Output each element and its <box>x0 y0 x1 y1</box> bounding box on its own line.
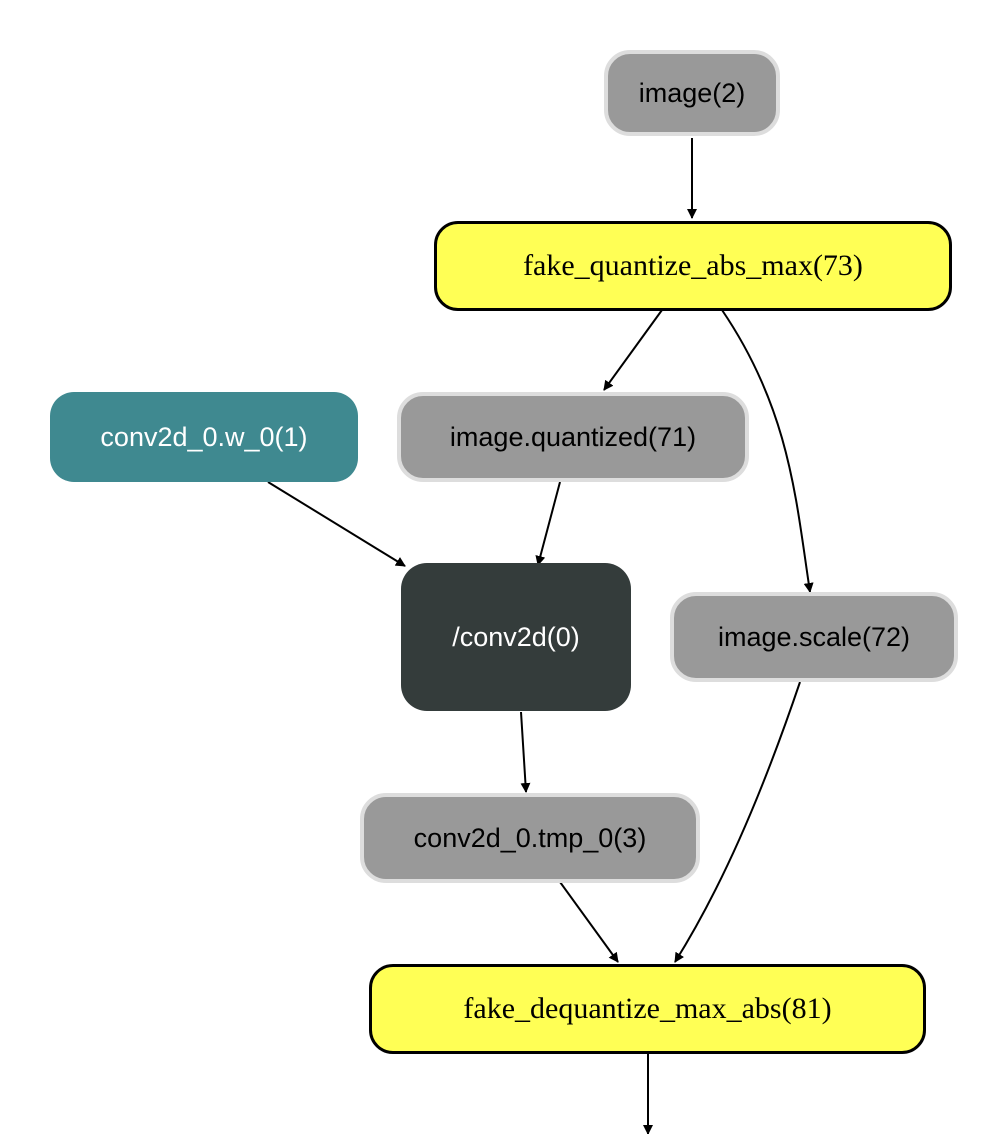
node-conv-weight[interactable]: conv2d_0.w_0(1) <box>50 392 358 482</box>
edge-conv-weight-to-conv2d <box>267 481 406 567</box>
node-image-scale[interactable]: image.scale(72) <box>670 592 958 682</box>
edge-conv2d-to-conv-tmp <box>520 711 531 793</box>
node-conv-tmp[interactable]: conv2d_0.tmp_0(3) <box>360 793 700 883</box>
node-image-quantized[interactable]: image.quantized(71) <box>397 392 749 482</box>
node-fake-quantize-abs-max[interactable]: fake_quantize_abs_max(73) <box>434 221 952 311</box>
edge-image-quantized-to-conv2d <box>535 481 561 566</box>
edge-fake-quantize-to-image-quantized <box>603 309 663 391</box>
edge-conv-tmp-to-fake-dequantize <box>559 881 619 963</box>
node-image[interactable]: image(2) <box>604 50 780 136</box>
edge-image-scale-to-fake-dequantize <box>674 681 801 963</box>
edge-fake-quantize-to-image-scale <box>721 309 814 593</box>
node-fake-dequantize-max-abs[interactable]: fake_dequantize_max_abs(81) <box>369 964 926 1054</box>
node-conv2d[interactable]: /conv2d(0) <box>401 563 631 711</box>
